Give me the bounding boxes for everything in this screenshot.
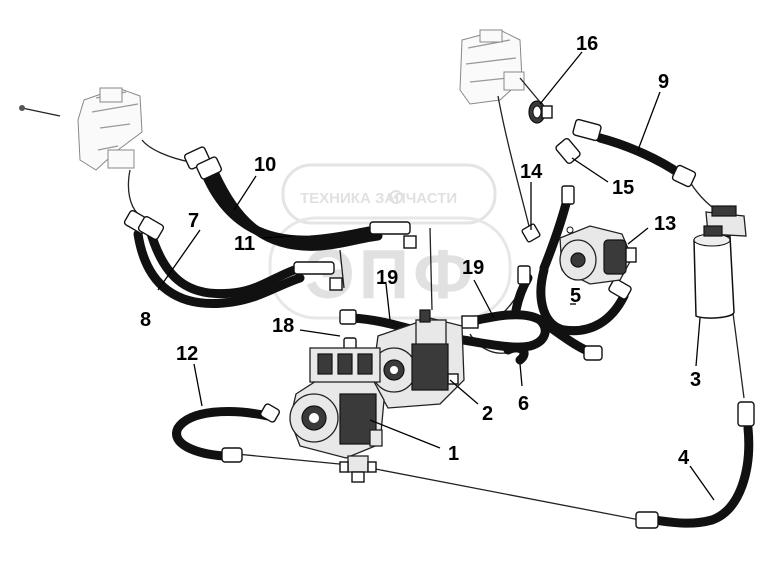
hose-4 [649, 423, 754, 528]
hoses [133, 133, 754, 528]
watermark-brand-line: ТЕХНИКА ЗАПЧАСТИ [300, 190, 457, 207]
callout-9: 9 [658, 71, 669, 93]
left-cable [21, 107, 61, 117]
gear-icon [389, 190, 403, 204]
hose-8 [133, 229, 305, 308]
callout-2: 2 [482, 403, 493, 425]
callout-19-right: 19 [462, 257, 484, 279]
hose-11 [209, 167, 383, 251]
pump-2 [371, 309, 465, 409]
callout-10: 10 [254, 154, 276, 176]
callout-1: 1 [448, 443, 459, 465]
hose-7 [145, 225, 305, 299]
fitting-15 [555, 137, 581, 165]
filter-3 [693, 205, 747, 319]
cable-end-left [19, 105, 25, 111]
callout-13: 13 [654, 213, 676, 235]
callouts: 1 2 3 4 5 6 7 8 9 10 11 12 13 14 15 16 1… [140, 33, 701, 469]
callout-11: 11 [234, 233, 255, 255]
callout-4: 4 [678, 447, 690, 469]
callout-8: 8 [140, 309, 151, 331]
pump-1 [289, 347, 385, 483]
callout-19-left: 19 [376, 267, 398, 289]
fittings [123, 118, 755, 529]
callout-5: 5 [570, 285, 581, 307]
callout-16: 16 [576, 33, 598, 55]
coupler-16 [528, 100, 553, 124]
valve-block-left [19, 87, 143, 171]
hose-10 [199, 165, 381, 245]
callout-14: 14 [520, 161, 543, 183]
hose-9 [595, 133, 685, 179]
hose-12 [172, 407, 273, 461]
hose-6-loop [503, 343, 529, 365]
gear-pump-13 [559, 225, 637, 285]
leader-lines [157, 51, 715, 501]
callout-15: 15 [612, 177, 634, 199]
hose-5 [536, 265, 629, 336]
callout-7: 7 [188, 210, 199, 232]
callout-3: 3 [690, 369, 701, 391]
callout-6: 6 [518, 393, 529, 415]
callout-18: 18 [272, 315, 294, 337]
valve-block-right [459, 29, 525, 105]
callout-12: 12 [176, 343, 198, 365]
